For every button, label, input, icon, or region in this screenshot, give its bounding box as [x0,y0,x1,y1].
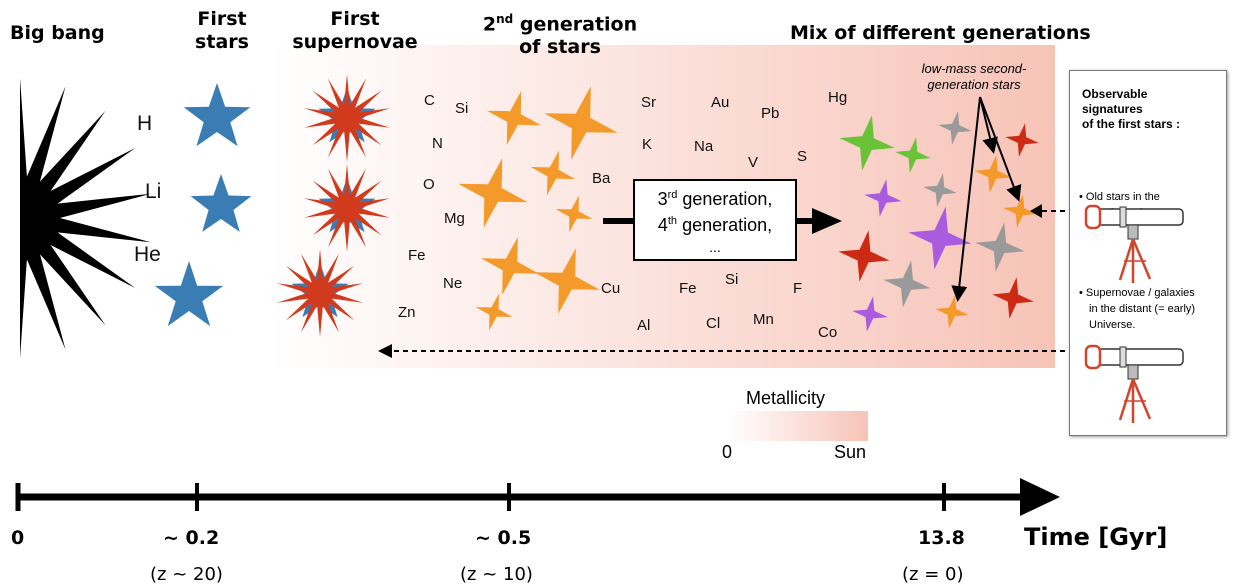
element-label: Hg [828,89,848,106]
mixed-gen-star [935,295,969,329]
header-second-generation: 2nd generation of stars [482,12,638,59]
dashed-arrow-distant-head [378,344,392,358]
time-axis-label: Time [Gyr] [1024,523,1168,551]
mixed-gen-star [895,137,931,173]
element-label: F [793,280,803,297]
z-label-20: (z ~ 20) [150,564,223,585]
element-label: V [748,154,759,171]
element-label: C [424,92,435,109]
observable-supernovae: • Supernovae / galaxies in the distant (… [1079,287,1196,331]
element-label: Zn [398,304,416,321]
z-label-10: (z ~ 10) [460,564,533,585]
first-star [154,261,224,327]
element-label: Cu [601,280,621,297]
telescope-icon-2 [1084,344,1184,423]
second-gen-star [481,237,539,295]
element-label: N [432,135,443,152]
first-star [190,174,252,232]
mixed-gen-star [975,222,1025,272]
element-label: Al [637,317,651,334]
generation-arrow-head [812,208,842,234]
second-gen-star [530,150,576,196]
second-gen-star [534,248,600,314]
second-gen-star [458,158,528,228]
big-bang-burst [20,78,151,358]
second-gen-star [487,91,541,145]
header-mix-generations: Mix of different generations [790,22,1091,44]
metallicity-max: Sun [834,442,867,462]
element-label: Fe [408,247,426,264]
header-big-bang: Big bang [10,22,105,44]
metallicity-scale [728,411,868,441]
mixed-gen-star [838,230,890,282]
first-star [183,83,251,147]
timeline-arrow-head [1020,478,1060,516]
element-He: He [134,243,161,266]
element-label: Si [725,271,739,288]
header-first-supernovae: First supernovae [292,8,418,53]
tick-label-0-2: ~ 0.2 [163,527,220,549]
telescope-icon [1084,204,1184,283]
element-label: Ne [443,275,463,292]
mixed-gen-star [974,155,1012,193]
element-label: Cl [706,315,721,332]
element-label: Mg [444,210,465,227]
dashed-arrow-nearby-head [1030,204,1042,218]
element-label: O [423,176,435,193]
metallicity-title: Metallicity [746,388,826,408]
mixed-gen-star [864,179,902,217]
tick-label-0-5: ~ 0.5 [475,527,532,549]
second-gen-star [555,195,593,233]
tick-label-0: 0 [11,527,25,549]
element-label: Pb [761,105,780,122]
metallicity-min: 0 [722,442,733,462]
element-label: Ba [592,170,611,187]
element-label: K [642,136,653,153]
z-label-0: (z = 0) [902,564,964,585]
second-gen-star [544,86,618,160]
element-Li: Li [145,180,162,203]
tick-label-13-8: 13.8 [918,527,965,549]
supernova-burst [304,74,390,162]
mixed-gen-star [908,206,972,270]
element-label: Na [694,138,714,155]
element-label: Fe [679,280,697,297]
header-first-stars: First stars [195,8,249,53]
element-label: S [797,148,808,165]
observables-title: Observable signatures of the first stars… [1082,87,1181,131]
mixed-gen-star [938,111,972,145]
observables-panel: Observable signatures of the first stars… [1069,70,1227,436]
mixed-gen-star [839,115,895,171]
low-mass-arrows [951,96,1022,302]
mixed-gen-star [923,173,957,207]
low-mass-label: low-mass second- generation stars [921,61,1027,92]
mixed-gen-star [1005,123,1039,157]
second-gen-star [475,293,513,331]
mixed-gen-star [992,277,1034,319]
element-label: Sr [641,94,656,111]
later-generations-box: 3rd generation, 4th generation, ... [633,179,797,261]
supernova-burst [304,164,390,252]
element-label: Au [711,94,730,111]
mixed-gen-star [852,296,888,332]
supernova-burst [277,249,363,337]
element-label: Mn [753,311,774,328]
mixed-gen-star [1003,194,1037,228]
mixed-gen-star [883,260,931,308]
element-label: Co [818,324,838,341]
element-H: H [137,112,153,135]
element-label: Si [455,100,469,117]
